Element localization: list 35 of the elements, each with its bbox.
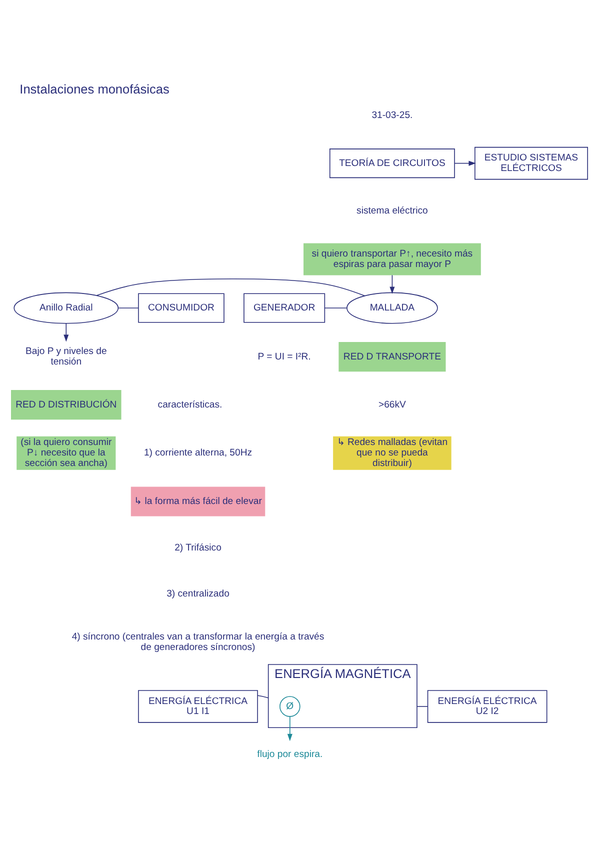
node-label: RED D DISTRIBUCIÓN xyxy=(16,398,117,410)
node-label: (si la quiero consumir P↓ necesito que la sección sea ancha) xyxy=(20,436,112,469)
arrow xyxy=(287,716,292,741)
label: 31-03-25. xyxy=(372,109,413,120)
connector xyxy=(96,278,365,296)
label: 4) síncrono (centrales van a transformar la energía a través de generadores síncronos) xyxy=(72,630,324,652)
node-circle: Ø xyxy=(280,696,300,716)
connector xyxy=(118,307,139,308)
label: 3) centralizado xyxy=(166,588,230,600)
node-box: CONSUMIDOR xyxy=(138,292,224,322)
label: P = UI = I²R. xyxy=(258,350,311,362)
label: 2) Trifásico xyxy=(174,542,222,553)
arrow xyxy=(64,322,69,342)
node-ellipse: MALLADA xyxy=(346,292,438,324)
label: ↳ la forma más fácil de elevar xyxy=(134,495,262,506)
node-box: TEORÍA DE CIRCUITOS xyxy=(329,148,455,178)
connector xyxy=(257,694,269,698)
node-label: RED D TRANSPORTE xyxy=(343,350,441,362)
node-box: GENERADOR xyxy=(244,292,326,322)
connector xyxy=(324,307,348,308)
node-box: ENERGÍA ELÉCTRICA U1 I1 xyxy=(138,690,258,722)
label: sistema eléctrico xyxy=(356,205,428,216)
node-box: ENERGÍA ELÉCTRICA U2 I2 xyxy=(427,690,548,722)
node-text: flujo por espira. xyxy=(257,748,323,760)
arrow xyxy=(454,160,476,166)
arrow xyxy=(390,274,395,294)
node-box: ESTUDIO SISTEMAS ELÉCTRICOS xyxy=(474,146,588,180)
node-box: si quiero transportar P↑, necesito más espiras para pasar mayor P xyxy=(304,242,481,275)
label: características. xyxy=(158,398,222,410)
node-text: Bajo P y niveles de tensión xyxy=(26,346,107,368)
diagram-title: Instalaciones monofásicas xyxy=(20,81,170,96)
node-ellipse: Anillo Radial xyxy=(14,292,119,324)
node-label: >66kV xyxy=(378,398,406,410)
node-label: ↳ Redes malladas (evitan que no se pueda distribuir) xyxy=(336,436,448,469)
label: 1) corriente alterna, 50Hz xyxy=(144,447,252,458)
